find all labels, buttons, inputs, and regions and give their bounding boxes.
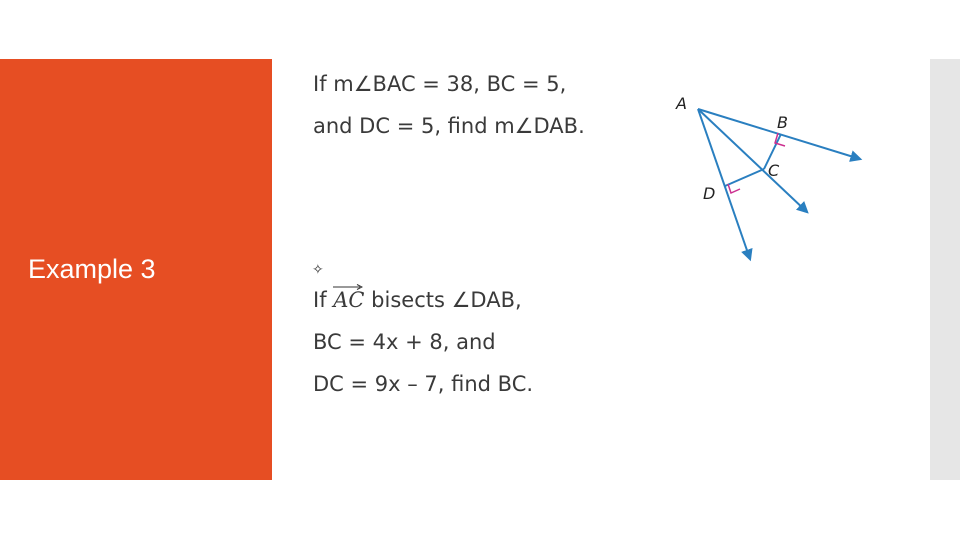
problem1-line2: and DC = 5, find m∠DAB. bbox=[313, 114, 585, 138]
angle-bisector-diagram: A B C D bbox=[675, 94, 863, 262]
problem2-suffix: bisects ∠DAB, bbox=[364, 288, 522, 312]
problem1-line1: If m∠BAC = 38, BC = 5, bbox=[313, 72, 567, 96]
problem2-prefix: If bbox=[313, 288, 334, 312]
bullet-icon: ✧ bbox=[312, 262, 324, 278]
label-d: D bbox=[703, 184, 715, 203]
problem2-line2: BC = 4x + 8, and bbox=[313, 330, 496, 354]
title-panel bbox=[0, 59, 272, 480]
vector-ac: AC bbox=[333, 284, 365, 312]
label-b: B bbox=[777, 113, 788, 132]
vector-arrow-icon bbox=[333, 284, 364, 290]
ray-ac bbox=[697, 108, 809, 214]
ray-ad bbox=[697, 108, 753, 262]
vector-ac-label: AC bbox=[333, 288, 365, 312]
segment-cd bbox=[724, 168, 765, 187]
right-angle-b-icon bbox=[774, 132, 786, 147]
right-edge-strip bbox=[930, 59, 960, 480]
right-angle-d-icon bbox=[727, 183, 741, 195]
label-a: A bbox=[675, 94, 687, 113]
segment-bc bbox=[763, 133, 782, 170]
problem2-line3: DC = 9x – 7, find BC. bbox=[313, 372, 534, 396]
ray-ab bbox=[697, 108, 863, 162]
problem2-line1: If AC bisects ∠DAB, bbox=[313, 284, 522, 312]
slide-title: Example 3 bbox=[28, 254, 156, 284]
label-c: C bbox=[768, 161, 780, 180]
